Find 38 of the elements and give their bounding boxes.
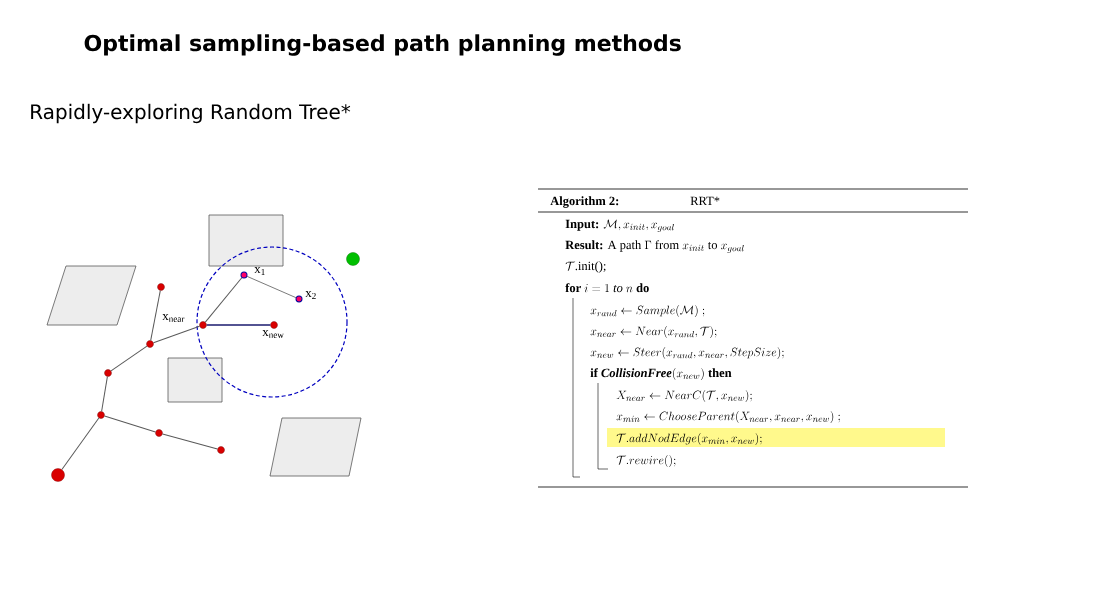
algorithm-line: $\textbf{Algorithm 2:}$ — [550, 196, 619, 208]
tree-edge — [61, 417, 100, 471]
tree-vertex — [217, 446, 225, 454]
tree-edge — [205, 324, 272, 326]
algorithm-line: $x_{min}\leftarrow ChooseParent(X_{near},x_{near},x_{new})\ ;$ — [616, 411, 840, 423]
algorithm-line: $x_{near}\leftarrow Near(x_{rand},\mathcal{T});$ — [590, 326, 717, 338]
vertex-label: x$_{1}$ — [254, 267, 265, 275]
algorithm-line: $\mathcal{T}.rewire();$ — [616, 455, 676, 467]
subtitle: Rapidly-exploring Random Tree* — [31, 103, 351, 124]
tree-edge — [153, 325, 200, 344]
tree-edge — [162, 433, 218, 450]
tree-edge — [150, 290, 161, 341]
tree-edge — [104, 415, 156, 433]
tree-edge — [110, 345, 148, 372]
algorithm-line: $\mathcal{T}\text{.init();}$ — [565, 261, 606, 273]
algorithm-line: $x_{new}\leftarrow Steer(x_{rand},x_{near},StepSize);$ — [590, 347, 784, 359]
vertex-label: x$_{2}$ — [305, 291, 316, 299]
tree-edge — [101, 376, 108, 412]
tree-vertex — [97, 411, 105, 419]
algorithm-line: $\textbf{if }\textbf{\textit{CollisionFree}}(x_{new})\textbf{ then}$ — [590, 368, 732, 380]
algorithm-line: RRT* — [690, 196, 720, 205]
algorithm-line: $X_{near}\leftarrow NearC(\mathcal{T},x_{new});$ — [616, 390, 752, 402]
tree-vertex — [155, 429, 163, 437]
algorithm-line: $\textbf{Input: }\mathcal{M},x_{init},x_{goal}$ — [565, 219, 674, 232]
tree-vertex — [146, 340, 154, 348]
tree-vertex — [104, 369, 112, 377]
algorithm-line: $\textbf{Result: }\text{A path }\Gamma\text{ from }x_{init}\text{ to }x_{goal}$ — [565, 240, 744, 253]
tree-vertex — [157, 283, 165, 291]
vertex-label: x$_{near}$ — [162, 314, 185, 322]
goal-node — [346, 252, 360, 266]
algorithm-line: $\mathcal{T}.addNodEdge(x_{min},x_{new});$ — [616, 433, 762, 445]
vertex-label: x$_{new}$ — [262, 330, 284, 338]
algorithm-line: $\textbf{for }i=1\ \mathit{to}\ n\ \textbf{do}$ — [565, 283, 649, 293]
algorithm-line: $x_{rand}\leftarrow Sample(\mathcal{M})\ ;$ — [590, 305, 705, 317]
slide-title: Optimal sampling-based path planning methods — [84, 34, 681, 56]
tree-edge — [246, 276, 297, 298]
tree-edge — [204, 277, 243, 323]
start-node — [51, 468, 65, 482]
